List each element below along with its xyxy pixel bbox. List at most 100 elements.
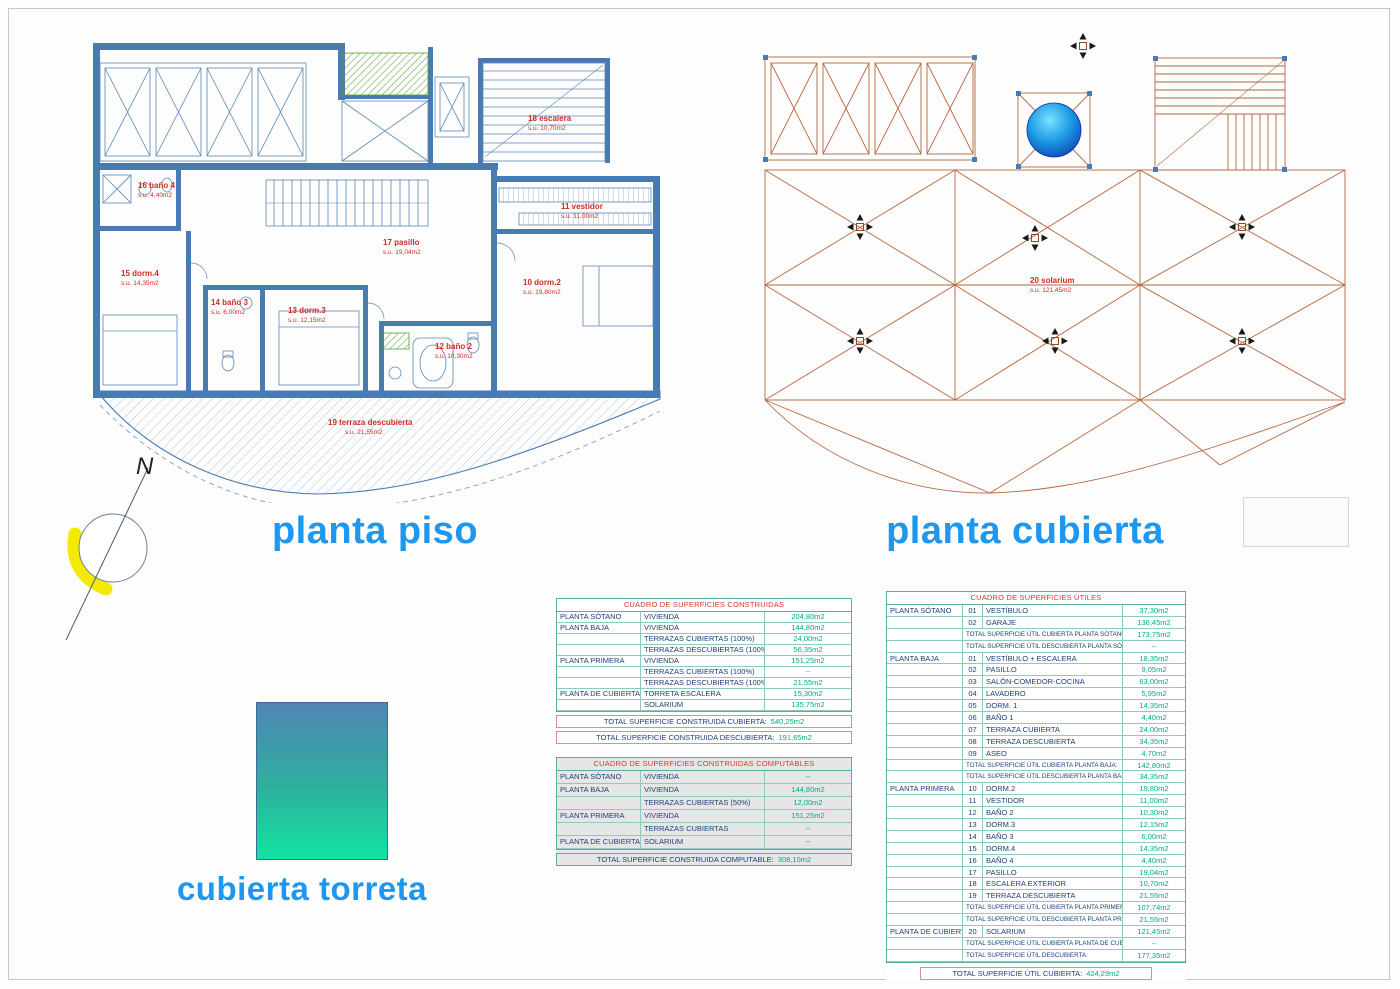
roof-lines <box>764 56 1346 494</box>
cell-superficie: -- <box>1123 641 1185 653</box>
cell-estancia: DORM.4 <box>983 842 1123 855</box>
cell-planta: PLANTA PRIMERA <box>887 783 963 796</box>
cell-estancia: BAÑO 3 <box>983 830 1123 843</box>
toilet-icon <box>161 177 480 372</box>
cell-spacer <box>887 640 963 653</box>
cell-numero: 10 <box>963 783 983 796</box>
cell-superficie: 142,80m2 <box>1123 760 1185 772</box>
cell-planta <box>887 616 963 629</box>
table-total-row: TOTAL SUPERFICIE ÚTIL DESCUBIERTA:177,35… <box>887 949 1185 962</box>
cell-spacer <box>887 759 963 772</box>
cell-concepto: VIVIENDA <box>641 612 765 623</box>
elevator-icon <box>434 76 470 138</box>
room-area: s.u. 21,55m2 <box>345 429 383 436</box>
cell-concepto: SOLARIUM <box>641 836 765 849</box>
cell-planta: PLANTA SÓTANO <box>557 771 641 784</box>
cuadro-superficies-computables: CUADRO DE SUPERFICIES CONSTRUIDAS COMPUT… <box>556 757 852 866</box>
cell-superficie: 177,35m2 <box>1123 950 1185 962</box>
cell-numero: 01 <box>963 605 983 617</box>
walls <box>93 43 660 398</box>
room-area: s.u. 11,00m2 <box>561 213 598 220</box>
north-compass: N <box>65 453 154 641</box>
sink-icon <box>138 182 402 380</box>
room-label: 14 baño 3 <box>211 298 248 307</box>
cell-superficie: 63,00m2 <box>1123 676 1185 689</box>
cell-numero: 19 <box>963 890 983 903</box>
table-row: TERRAZAS CUBIERTAS (100%)-- <box>557 667 851 678</box>
cell-superficie: 56,35m2 <box>765 645 851 656</box>
cell-concepto: VIVIENDA <box>641 656 765 667</box>
cell-numero: 04 <box>963 688 983 701</box>
cell-superficie: 6,00m2 <box>1123 831 1185 843</box>
total-bar: TOTAL SUPERFICIE CONSTRUIDA CUBIERTA: 54… <box>556 715 852 728</box>
table-row: TERRAZAS CUBIERTAS (50%)12,00m2 <box>557 797 851 810</box>
cell-spacer <box>887 937 963 950</box>
cell-superficie: 5,95m2 <box>1123 688 1185 701</box>
room-labels: 20 solarium s.u. 121,45m2 <box>1030 276 1074 294</box>
cell-superficie: -- <box>765 771 851 784</box>
cell-total-label: TOTAL SUPERFICIE ÚTIL CUBIERTA PLANTA BA… <box>963 759 1123 772</box>
plan-details <box>99 52 654 389</box>
roof-curved-edge <box>764 399 1346 494</box>
cell-spacer <box>887 771 963 784</box>
room-label: 16 baño 4 <box>138 181 175 190</box>
plan-title-piso: planta piso <box>271 510 479 552</box>
table-title: CUADRO DE SUPERFICIES ÚTILES <box>887 592 1185 605</box>
cell-numero: 02 <box>963 616 983 629</box>
cell-planta <box>887 807 963 820</box>
cell-estancia: DORM.2 <box>983 783 1123 796</box>
cell-numero: 01 <box>963 652 983 665</box>
cell-planta <box>887 819 963 831</box>
planter-icon <box>341 52 429 96</box>
cell-total-label: TOTAL SUPERFICIE ÚTIL CUBIERTA PLANTA SÓ… <box>963 628 1123 641</box>
room-area: s.u. 4,40m2 <box>138 192 172 199</box>
stairs-interior <box>265 179 429 227</box>
cell-concepto: VIVIENDA <box>641 623 765 634</box>
cell-numero: 17 <box>963 866 983 879</box>
cell-superficie: 151,25m2 <box>765 656 851 667</box>
cell-superficie: 204,80m2 <box>765 612 851 623</box>
cell-numero: 02 <box>963 664 983 677</box>
cell-superficie: 135,75m2 <box>765 700 851 711</box>
cell-superficie: 24,00m2 <box>765 634 851 645</box>
table-title: CUADRO DE SUPERFICIES CONSTRUIDAS COMPUT… <box>557 758 851 771</box>
cell-superficie: 12,00m2 <box>765 797 851 810</box>
cell-estancia: ESCALERA EXTERIOR <box>983 878 1123 891</box>
room-label: 10 dorm.2 <box>523 278 561 287</box>
terrace-descubierta <box>99 390 661 503</box>
cell-planta <box>887 890 963 903</box>
cell-superficie: 4,40m2 <box>1123 855 1185 867</box>
cell-planta <box>887 830 963 843</box>
cell-planta <box>887 712 963 724</box>
room-label: 12 baño 2 <box>435 342 472 351</box>
room-label: 13 dorm.3 <box>288 306 326 315</box>
cell-planta <box>887 854 963 867</box>
room-area: s.u. 10,70m2 <box>528 125 566 132</box>
cell-superficie: 9,05m2 <box>1123 664 1185 677</box>
planter-icon <box>382 332 410 350</box>
cell-superficie: 34,35m2 <box>1123 736 1185 748</box>
cell-superficie: 24,00m2 <box>1123 724 1185 736</box>
table-row: TERRAZAS CUBIERTAS-- <box>557 823 851 836</box>
cell-planta: PLANTA BAJA <box>557 623 641 634</box>
sheet-border <box>8 8 1390 980</box>
table-row: PLANTA DE CUBIERTAS20SOLARIUM121,45m2 <box>887 926 1185 938</box>
table-total-row: TOTAL SUPERFICIE ÚTIL CUBIERTA PLANTA SÓ… <box>887 628 1185 641</box>
cell-total-label: TOTAL SUPERFICIE ÚTIL CUBIERTA PLANTA DE… <box>963 937 1123 950</box>
plan-title-cubierta: planta cubierta <box>886 510 1164 552</box>
table-total-row: TOTAL SUPERFICIE ÚTIL DESCUBIERTA PLANTA… <box>887 771 1185 784</box>
cell-estancia: DORM. 1 <box>983 700 1123 713</box>
cell-superficie: 21,55m2 <box>765 678 851 689</box>
cell-concepto: VIVIENDA <box>641 771 765 784</box>
cuadro-superficies-construidas: CUADRO DE SUPERFICIES CONSTRUIDAS PLANTA… <box>556 598 852 744</box>
total-value: 308,10m2 <box>777 855 812 864</box>
room-label: 15 dorm.4 <box>121 269 159 278</box>
cell-superficie: 4,40m2 <box>1123 712 1185 724</box>
